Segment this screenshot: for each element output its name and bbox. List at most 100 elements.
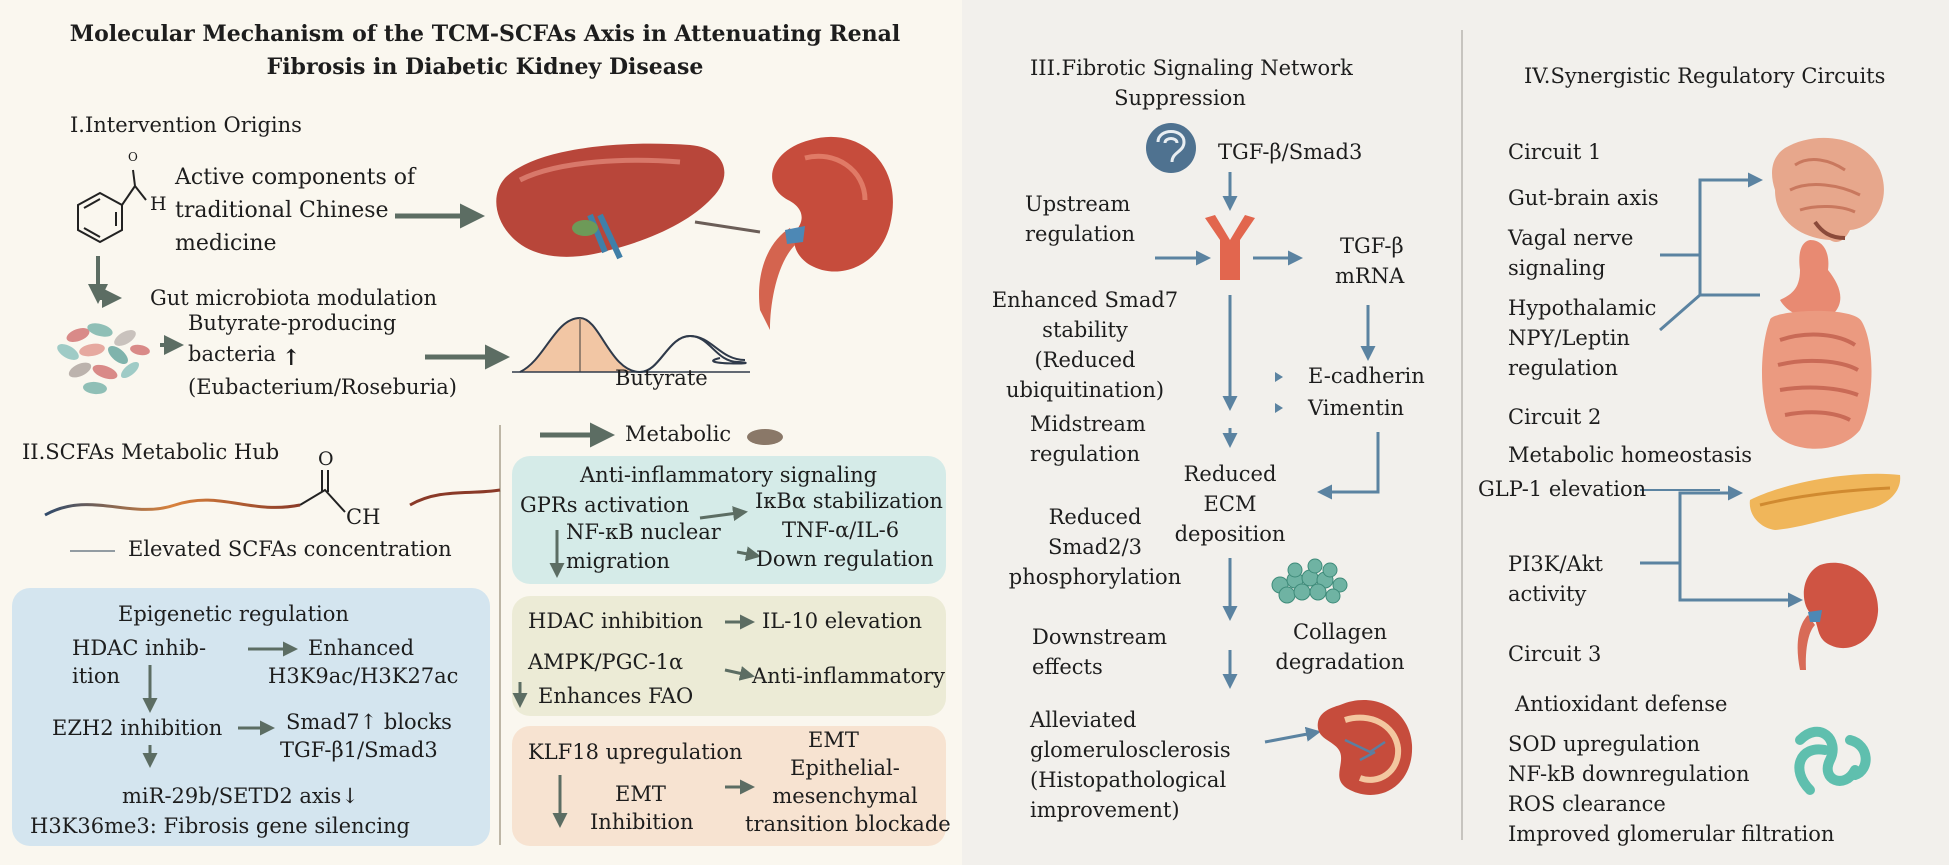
tgf-mrna-line2: mRNA bbox=[1335, 264, 1405, 288]
elevated-scfas-label: Elevated SCFAs concentration bbox=[128, 537, 452, 561]
metabolic-homeostasis: Metabolic homeostasis bbox=[1508, 443, 1753, 467]
downstream-line2: effects bbox=[1032, 655, 1103, 679]
nfkb-line2: migration bbox=[566, 549, 670, 573]
pi3k-line2: activity bbox=[1508, 582, 1587, 606]
alleviated-line2: glomerulosclerosis bbox=[1030, 738, 1231, 762]
anti-inflammatory-label: Anti-inflammatory bbox=[752, 664, 946, 688]
down-regulation: Down regulation bbox=[756, 547, 934, 571]
smad23-line2: Smad2/3 bbox=[1047, 535, 1143, 559]
ampk-pgc: AMPK/PGC-1α bbox=[528, 650, 684, 674]
up-arrow-mark: ↑ bbox=[282, 345, 301, 371]
emt-inhibition-line2: Inhibition bbox=[590, 810, 694, 834]
collagen-line1: Collagen bbox=[1292, 620, 1388, 644]
section3-heading-line2: Suppression bbox=[1114, 86, 1246, 110]
emt-top: EMT bbox=[808, 728, 859, 752]
emt-inhibition-line1: EMT bbox=[615, 782, 666, 806]
carbonyl-ch-label: CH bbox=[346, 505, 381, 529]
antioxidant-ribbon-icon bbox=[1794, 726, 1871, 795]
smad7-line3: (Reduced bbox=[1034, 348, 1136, 372]
klf18-upregulation: KLF18 upregulation bbox=[528, 740, 743, 764]
aldehyde-o-label: O bbox=[128, 150, 138, 164]
anti-inflammatory-box bbox=[512, 456, 946, 584]
antioxidant-defense: Antioxidant defense bbox=[1515, 692, 1728, 716]
gprs-activation: GPRs activation bbox=[520, 493, 690, 517]
carbonyl-o-label: O bbox=[318, 448, 334, 470]
collagen-line2: degradation bbox=[1275, 650, 1405, 674]
vagal-line2: signaling bbox=[1508, 256, 1606, 280]
butyrate-curve-icon bbox=[512, 316, 750, 374]
enhances-fao: Enhances FAO bbox=[538, 684, 694, 708]
active-components-line2: traditional Chinese bbox=[175, 198, 389, 223]
smad7-line4: ubiquitination) bbox=[1005, 378, 1165, 402]
receptor-icon bbox=[1205, 215, 1255, 280]
epi-mir: miR-29b/SETD2 axis↓ bbox=[122, 784, 359, 808]
alleviated-line1: Alleviated bbox=[1030, 708, 1137, 732]
upstream-line2: regulation bbox=[1025, 222, 1135, 246]
alleviated-line4: improvement) bbox=[1030, 798, 1180, 822]
ikba-stabilization: IκBα stabilization bbox=[755, 489, 943, 513]
arrow-liver-to-kidney bbox=[694, 220, 761, 234]
ecm-line1: Reduced bbox=[1183, 462, 1277, 486]
pancreas-icon bbox=[1749, 473, 1901, 530]
sod-upregulation: SOD upregulation bbox=[1508, 732, 1701, 756]
tgf-smad3-label: TGF-β/Smad3 bbox=[1218, 140, 1363, 164]
bracket-circuit1 bbox=[1660, 172, 1763, 257]
epi-enhanced-line2: H3K9ac/H3K27ac bbox=[268, 664, 459, 688]
ecm-line2: ECM bbox=[1203, 492, 1257, 516]
ecadherin-label: E-cadherin bbox=[1308, 364, 1425, 388]
circuit1-label: Circuit 1 bbox=[1508, 140, 1602, 164]
tgf-mrna-line1: TGF-β bbox=[1340, 234, 1404, 258]
epigenetic-title: Epigenetic regulation bbox=[118, 602, 349, 626]
circuit3-label: Circuit 3 bbox=[1508, 642, 1602, 666]
ecm-line3: deposition bbox=[1174, 522, 1286, 546]
pi3k-line1: PI3K/Akt bbox=[1508, 552, 1603, 576]
epigenetic-box bbox=[12, 588, 490, 846]
epi-ezh2: EZH2 inhibition bbox=[52, 716, 223, 740]
glp1-elevation: GLP-1 elevation bbox=[1478, 477, 1647, 501]
epi-smad7-line2: TGF-β1/Smad3 bbox=[280, 738, 438, 762]
metabolic-label: Metabolic bbox=[625, 422, 732, 446]
butyrate-label: Butyrate bbox=[615, 366, 708, 390]
gut-modulation-label: Gut microbiota modulation bbox=[150, 286, 438, 310]
vagal-line1: Vagal nerve bbox=[1508, 226, 1634, 250]
epi-smad7-line1: Smad7↑ blocks bbox=[286, 710, 452, 734]
kidney-icon bbox=[759, 136, 893, 330]
emt-desc-line1: Epithelial- bbox=[790, 756, 900, 780]
small-kidney-icon bbox=[1797, 562, 1879, 670]
midstream-line2: regulation bbox=[1030, 442, 1140, 466]
alleviated-line3: (Histopathological bbox=[1030, 768, 1227, 792]
il10-elevation: IL-10 elevation bbox=[762, 609, 923, 633]
hdac-inhibition: HDAC inhibition bbox=[528, 609, 704, 633]
aldehyde-h-label: H bbox=[150, 193, 167, 215]
tnf-il6: TNF-α/IL-6 bbox=[782, 518, 900, 542]
glomerulus-kidney-icon bbox=[1317, 699, 1413, 795]
hypothalamic-line2: NPY/Leptin bbox=[1508, 326, 1630, 350]
epi-hdac-line1: HDAC inhib- bbox=[72, 636, 207, 660]
smad7-line2: stability bbox=[1042, 318, 1128, 342]
active-components-line3: medicine bbox=[175, 231, 277, 256]
hdac-ampk-box bbox=[512, 596, 946, 716]
gut-brain-axis: Gut-brain axis bbox=[1508, 186, 1659, 210]
midstream-line1: Midstream bbox=[1030, 412, 1146, 436]
liver-icon bbox=[496, 143, 725, 260]
metabolic-pill-icon bbox=[747, 429, 783, 445]
smad23-line3: phosphorylation bbox=[1008, 565, 1182, 589]
active-components-line1: Active components of bbox=[175, 165, 416, 190]
bacteria-cluster-icon bbox=[57, 323, 150, 395]
benzaldehyde-structure bbox=[77, 169, 147, 244]
circuit2-label: Circuit 2 bbox=[1508, 405, 1602, 429]
nfkb-line1: NF-κB nuclear bbox=[566, 520, 721, 544]
hypothalamic-line1: Hypothalamic bbox=[1508, 296, 1657, 320]
epi-h3k36: H3K36me3: Fibrosis gene silencing bbox=[30, 814, 410, 838]
upstream-line1: Upstream bbox=[1025, 192, 1131, 216]
collagen-icon bbox=[1271, 558, 1348, 604]
title-line2: Fibrosis in Diabetic Kidney Disease bbox=[266, 54, 704, 80]
improved-glomerular: Improved glomerular filtration bbox=[1508, 822, 1835, 846]
bracket-circuit2 bbox=[1640, 485, 1743, 565]
section4-heading: IV.Synergistic Regulatory Circuits bbox=[1524, 64, 1886, 88]
epi-enhanced-line1: Enhanced bbox=[308, 636, 415, 660]
ros-clearance: ROS clearance bbox=[1508, 792, 1666, 816]
smad7-line1: Enhanced Smad7 bbox=[991, 288, 1179, 312]
